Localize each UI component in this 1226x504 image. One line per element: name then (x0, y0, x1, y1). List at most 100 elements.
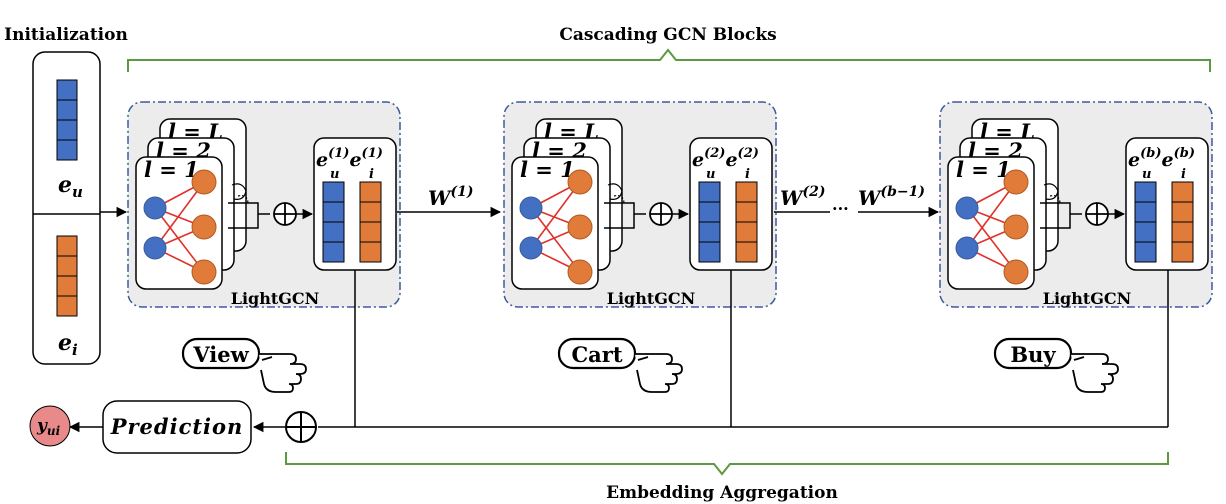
e-u-label: eu (58, 172, 83, 201)
output-user-cell (1134, 221, 1157, 243)
layer-card-1-label: l = 1 (144, 157, 199, 182)
lightgcn-label: LightGCN (1043, 289, 1132, 308)
output-user-cell (1134, 241, 1157, 263)
initialization-title: Initialization (4, 25, 128, 45)
graph-edge (154, 181, 205, 249)
lightgcn-label: LightGCN (607, 289, 696, 308)
item-node (191, 214, 217, 240)
output-u-sub: u (330, 167, 339, 182)
lightgcn-label: LightGCN (231, 289, 320, 308)
output-item-cell (735, 201, 758, 223)
output-item-cell (1171, 201, 1194, 223)
y-ui-node: yui (29, 405, 71, 447)
item-node (567, 259, 593, 285)
layer-bracket (1040, 202, 1082, 229)
output-user-cell (322, 221, 345, 243)
output-user-cell (322, 181, 345, 203)
item-node (1003, 169, 1029, 195)
aggregation-plus-icon (285, 411, 317, 443)
layer-sum-plus-icon (649, 202, 673, 226)
layer-sum-plus-icon (273, 202, 297, 226)
behavior-tag-0: View (181, 337, 307, 393)
pointing-hand-icon (259, 353, 307, 393)
user-embedding-init (56, 79, 78, 161)
layer-card-1-label: l = 1 (956, 157, 1011, 182)
item-node (191, 169, 217, 195)
user-node (955, 236, 979, 260)
behavior-label: Cart (571, 342, 622, 367)
user-node (143, 236, 167, 260)
output-i-sub: i (745, 167, 750, 182)
graph-edge (966, 181, 1017, 249)
layer-link-icon (231, 183, 247, 200)
graph-edge (154, 207, 205, 273)
output-user-cell (698, 181, 721, 203)
item-node (567, 214, 593, 240)
aggregation-title: Embedding Aggregation (606, 483, 838, 503)
item-node (567, 169, 593, 195)
output-item-cell (1171, 221, 1194, 243)
graph-edge (966, 207, 1017, 273)
output-item-cell (735, 241, 758, 263)
output-item-cell (735, 181, 758, 203)
output-item-cell (359, 221, 382, 243)
e-i-label: ei (58, 330, 78, 359)
layer-bracket (604, 202, 646, 229)
output-item-cell (1171, 241, 1194, 263)
user-node (519, 236, 543, 260)
item-node (1003, 214, 1029, 240)
item-node (191, 259, 217, 285)
behavior-label: View (192, 342, 249, 367)
output-item-cell (735, 221, 758, 243)
behavior-label: Buy (1010, 342, 1056, 367)
initialization-panel: eu ei (32, 51, 101, 365)
layer-sum-plus-icon (1085, 202, 1109, 226)
layer-bracket (228, 202, 270, 229)
ellipsis: ··· (832, 199, 849, 218)
output-i-sub: i (369, 167, 374, 182)
item-node (1003, 259, 1029, 285)
output-u-sub: u (1142, 167, 1151, 182)
user-node (143, 196, 167, 220)
output-user-cell (698, 201, 721, 223)
user-node (955, 196, 979, 220)
cascading-title: Cascading GCN Blocks (559, 25, 776, 45)
behavior-tag-1: Cart (557, 337, 683, 393)
item-embedding-init (56, 235, 78, 317)
w1-label: W(1) (428, 184, 473, 210)
output-user-cell (698, 241, 721, 263)
output-embedding-label: e(1)e(1) (316, 146, 383, 171)
behavior-tag-2: Buy (993, 337, 1119, 393)
output-user-cell (322, 201, 345, 223)
layer-link-icon (1043, 183, 1059, 200)
pointing-hand-icon (1071, 353, 1119, 393)
aggregation-lines (318, 270, 1169, 428)
graph-edge (530, 207, 581, 273)
w2-label: W(2) (780, 184, 825, 210)
graph-edge (530, 181, 581, 249)
layer-link-icon (607, 183, 623, 200)
prediction-label: Prediction (110, 414, 244, 439)
svg-text:yui: yui (36, 416, 61, 438)
output-item-cell (359, 201, 382, 223)
output-item-cell (359, 241, 382, 263)
user-node (519, 196, 543, 220)
output-embedding-label: e(b)e(b) (1128, 146, 1195, 171)
output-user-cell (698, 221, 721, 243)
output-u-sub: u (706, 167, 715, 182)
output-item-cell (1171, 181, 1194, 203)
aggregation-brace (285, 452, 1169, 476)
output-item-cell (359, 181, 382, 203)
cascading-brace (127, 48, 1211, 72)
pointing-hand-icon (635, 353, 683, 393)
output-user-cell (1134, 181, 1157, 203)
output-embedding-label: e(2)e(2) (692, 146, 759, 171)
output-user-cell (322, 241, 345, 263)
layer-card-1-label: l = 1 (520, 157, 575, 182)
output-user-cell (1134, 201, 1157, 223)
wb-label: W(b−1) (858, 184, 925, 210)
